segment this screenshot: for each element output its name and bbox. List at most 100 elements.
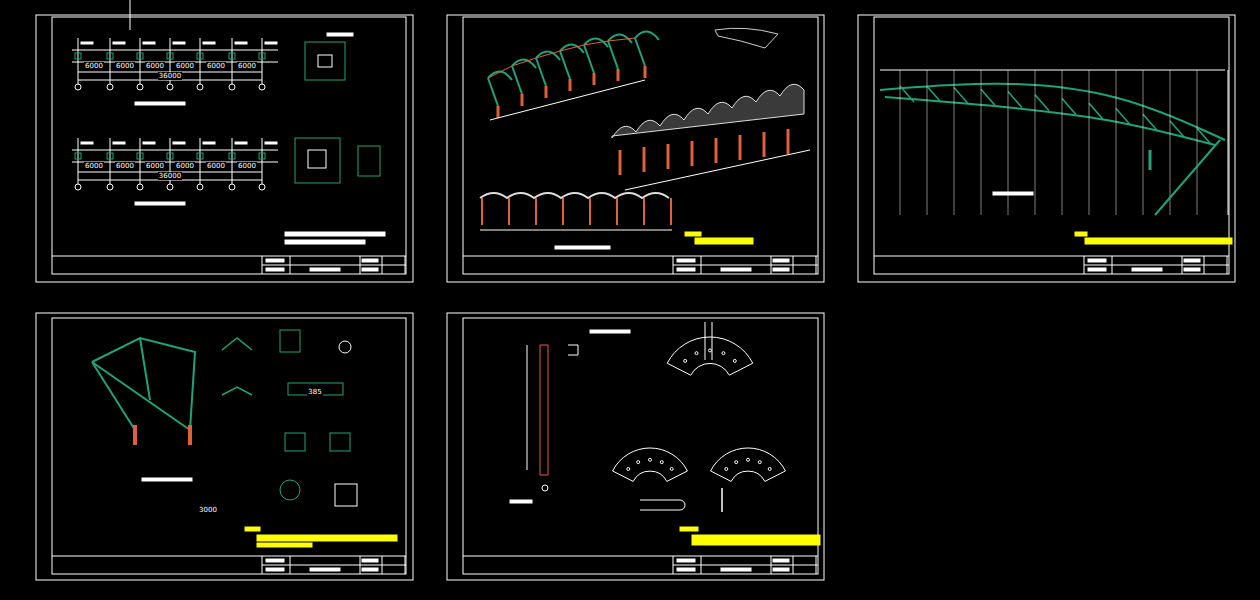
dimension-text: 36000 [158, 172, 182, 180]
drawing-title-bar [510, 500, 532, 503]
web-member [1035, 95, 1049, 111]
title-text-bar [773, 259, 789, 262]
plate-detail [335, 484, 357, 506]
dimension-text: 6000 [145, 162, 165, 170]
bolt-hole [695, 352, 698, 355]
note-bar [680, 527, 698, 531]
column [616, 198, 618, 225]
column-mark [137, 53, 143, 59]
joint-detail [222, 387, 252, 395]
roof-truss [512, 59, 536, 68]
drawing-title-bar [142, 478, 192, 481]
web-member [900, 86, 914, 102]
dimension-text: 6000 [237, 62, 257, 70]
column [481, 198, 483, 225]
column [644, 66, 647, 78]
dimension-text: 6000 [206, 62, 226, 70]
note-bar [285, 232, 385, 236]
title-text-bar [266, 559, 284, 562]
column [787, 129, 790, 154]
column [545, 86, 548, 98]
note-bar [235, 142, 247, 144]
rod [712, 322, 713, 360]
fan-plate [711, 448, 786, 481]
note-bar [1085, 238, 1232, 244]
dimension-leader [1170, 70, 1171, 215]
roof-truss [560, 44, 584, 53]
grid-bubble [542, 485, 548, 491]
title-block-line [673, 565, 818, 566]
note-bar [113, 142, 125, 144]
truss-strut [560, 51, 570, 79]
title-text-bar [1184, 259, 1200, 262]
drawing-title-bar [135, 202, 185, 205]
portal-truss [92, 338, 195, 430]
column [562, 198, 564, 225]
note-bar [81, 42, 93, 44]
dimension-text: 3000 [198, 506, 218, 514]
note-bar [113, 42, 125, 44]
bolt [721, 488, 723, 512]
column [619, 150, 622, 175]
column-mark [107, 153, 113, 159]
column [667, 144, 670, 169]
dimension-text: 6000 [145, 62, 165, 70]
web-member [1170, 121, 1184, 137]
grid-bubble [137, 84, 143, 90]
grid-line [78, 138, 79, 184]
plate-detail [285, 433, 305, 451]
column-mark [137, 153, 143, 159]
sheet-frame [52, 318, 406, 574]
dimension-leader [1143, 70, 1144, 215]
membrane-view [715, 28, 778, 48]
dimension-line [527, 345, 528, 470]
rod [705, 322, 706, 360]
title-text-bar [721, 568, 751, 571]
grid-line [262, 138, 263, 184]
grid-line [78, 38, 79, 84]
truss-strut [536, 58, 546, 86]
sheet-border [447, 313, 824, 580]
dimension-line [625, 150, 810, 190]
bolt-hole [660, 461, 663, 464]
web-member [981, 89, 995, 105]
bolt-hole [758, 461, 761, 464]
dimension-leader [954, 70, 955, 215]
grid-bubble [167, 84, 173, 90]
grid-line [232, 138, 233, 184]
purlin [512, 58, 536, 66]
dimension-text: 385 [307, 388, 322, 396]
flange-detail [280, 480, 300, 500]
sheet-border [36, 15, 413, 282]
purlin [488, 66, 512, 78]
bolt-hole [733, 359, 736, 362]
column-mark [229, 53, 235, 59]
title-text-bar [266, 568, 284, 571]
bolt-hole [684, 359, 687, 362]
column [643, 198, 645, 225]
dimension-leader [1062, 70, 1063, 215]
column [691, 141, 694, 166]
column [617, 69, 620, 81]
roof-truss [536, 51, 560, 60]
note-bar [173, 42, 185, 44]
web-member [954, 87, 968, 103]
grid-line [140, 38, 141, 84]
bottom-chord [885, 97, 1215, 145]
membrane-elevation [480, 193, 669, 198]
sheet-border [858, 15, 1235, 282]
column-mark [167, 153, 173, 159]
column-section [308, 150, 326, 168]
title-block-line [262, 265, 406, 266]
plate-detail [288, 383, 343, 395]
title-text-bar [677, 259, 695, 262]
purlin [536, 51, 560, 58]
title-text-bar [1132, 268, 1162, 271]
sheet-frame [52, 17, 406, 274]
note-bar [327, 33, 353, 36]
dimension-text: 6000 [175, 62, 195, 70]
title-text-bar [1088, 259, 1106, 262]
title-text-bar [1184, 268, 1200, 271]
truss-strut [608, 41, 618, 69]
section-mark [339, 341, 351, 353]
